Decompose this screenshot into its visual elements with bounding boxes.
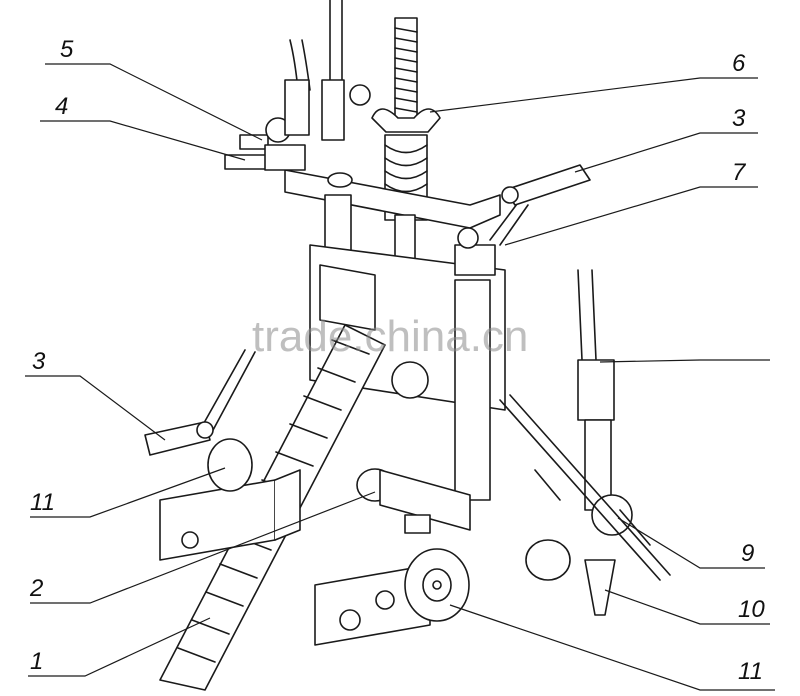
central-valve-block bbox=[356, 361, 471, 534]
leader-line-10 bbox=[604, 589, 770, 625]
handle-right bbox=[489, 164, 591, 246]
callout-6: 6 bbox=[732, 50, 746, 77]
callout-3-left: 3 bbox=[32, 348, 46, 375]
leader-line-11-left bbox=[30, 467, 226, 518]
leader-line-11-bottom bbox=[449, 604, 775, 691]
leader-line-3-left bbox=[25, 375, 166, 441]
leader-line-5 bbox=[45, 63, 263, 141]
leader-line-8 bbox=[599, 359, 770, 363]
top-plate bbox=[284, 169, 501, 229]
wheel-block-front bbox=[314, 548, 470, 646]
callout-11-bottom: 11 bbox=[738, 658, 763, 685]
callout-10: 10 bbox=[738, 596, 765, 623]
handle-left bbox=[144, 349, 256, 456]
wheel-block-rear bbox=[159, 438, 301, 561]
watermark-text: trade.china.cn bbox=[252, 312, 529, 361]
callout-7: 7 bbox=[732, 159, 746, 186]
callout-2: 2 bbox=[30, 575, 44, 602]
leader-line-7 bbox=[504, 186, 758, 246]
callout-3-right: 3 bbox=[732, 105, 746, 132]
cutting-torch bbox=[499, 359, 671, 616]
leader-line-3-right bbox=[574, 132, 758, 173]
callout-9: 9 bbox=[741, 540, 755, 567]
callout-11-left: 11 bbox=[30, 489, 55, 516]
leader-line-4 bbox=[40, 120, 246, 161]
callout-5: 5 bbox=[60, 36, 74, 63]
leader-line-1 bbox=[28, 617, 211, 677]
callout-1: 1 bbox=[30, 648, 44, 675]
leader-line-2 bbox=[30, 491, 376, 604]
callout-4: 4 bbox=[55, 93, 69, 120]
leader-line-6 bbox=[429, 77, 758, 113]
leader-line-9 bbox=[617, 517, 765, 569]
threaded-adjust-rod bbox=[371, 17, 441, 133]
valve-assembly bbox=[224, 79, 371, 171]
